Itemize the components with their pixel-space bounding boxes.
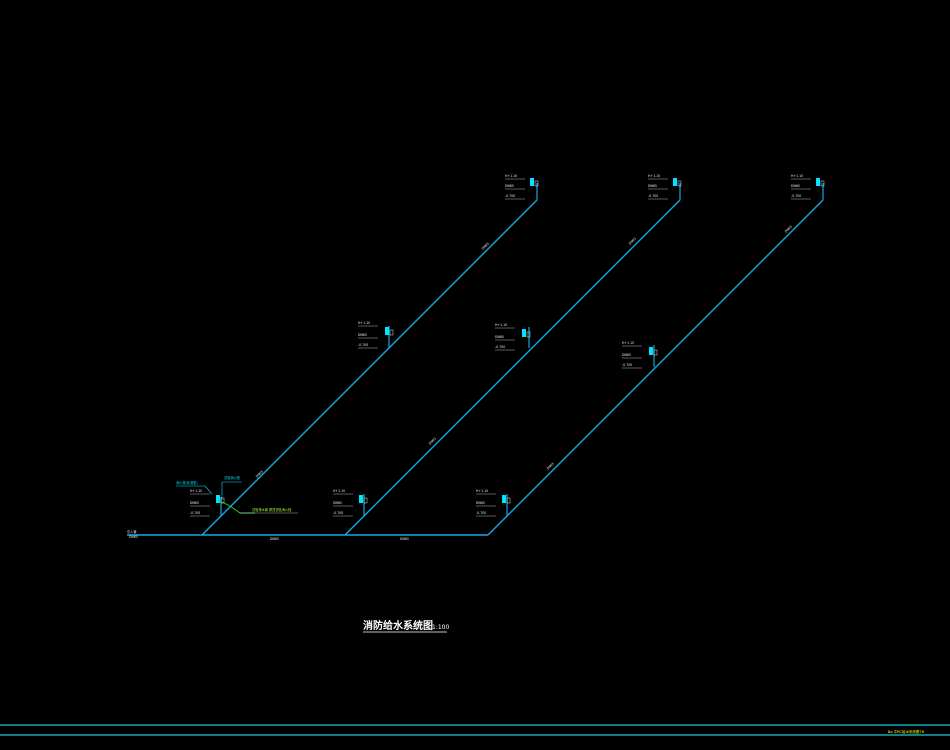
riser-label: DN65 xyxy=(481,242,490,251)
riser-1-pipe xyxy=(201,199,538,536)
svg-text:-0.700: -0.700 xyxy=(476,511,486,515)
hydrant-node: H+1.10 DN65 -0.700 xyxy=(791,174,825,200)
branch-stubs xyxy=(220,183,824,516)
svg-text:-0.700: -0.700 xyxy=(495,345,505,349)
riser-label: DN65 xyxy=(428,437,437,446)
inlet-sub-label: DN65 xyxy=(129,535,138,539)
main-pipe-label: DN65 xyxy=(270,537,279,541)
riser-label: DN65 xyxy=(784,225,793,234)
svg-text:-0.700: -0.700 xyxy=(190,511,200,515)
main-pipe-label: DN65 xyxy=(400,537,409,541)
svg-text:-0.700: -0.700 xyxy=(791,194,801,198)
svg-text:H+1.10: H+1.10 xyxy=(648,174,660,178)
riser-3-pipe xyxy=(487,199,824,536)
svg-text:H+1.10: H+1.10 xyxy=(476,489,488,493)
svg-text:H+1.10: H+1.10 xyxy=(791,174,803,178)
svg-text:DN65: DN65 xyxy=(791,184,800,188)
svg-text:DN65: DN65 xyxy=(495,335,504,339)
svg-text:H+1.10: H+1.10 xyxy=(358,321,370,325)
riser-2-pipe xyxy=(344,199,681,536)
inlet-label: 引入管 xyxy=(127,529,137,534)
hydrant-node: H+1.10 DN65 -0.700 xyxy=(495,323,531,351)
svg-text:-0.700: -0.700 xyxy=(505,194,515,198)
riser-label: DN65 xyxy=(546,462,555,471)
svg-text:DN65: DN65 xyxy=(358,333,367,337)
hydrant-node: H+1.10 DN65 -0.700 xyxy=(333,489,368,517)
svg-text:-0.700: -0.700 xyxy=(333,511,343,515)
svg-text:H+1.10: H+1.10 xyxy=(622,341,634,345)
svg-text:DN65: DN65 xyxy=(476,501,485,505)
hydrant-node: H+1.10 DN65 -0.700 xyxy=(358,321,394,349)
callouts: 消火栓(标准型) 试验消火栓 试验排水管 屋顶试验消火栓 xyxy=(176,475,298,514)
svg-text:H+1.10: H+1.10 xyxy=(333,489,345,493)
corner-note: Ba 平RC给水系统图7B xyxy=(888,729,925,734)
svg-text:DN65: DN65 xyxy=(505,184,514,188)
svg-text:DN65: DN65 xyxy=(648,184,657,188)
drawing-title: 消防给水系统图 xyxy=(363,619,433,632)
svg-text:H+1.10: H+1.10 xyxy=(190,489,202,493)
hydrant-nodes: H+1.10 DN65 -0.700 H+1.10 DN65 -0.700 H+… xyxy=(190,174,825,517)
svg-text:DN65: DN65 xyxy=(333,501,342,505)
svg-text:-0.700: -0.700 xyxy=(648,194,658,198)
drawing-scale: 1:100 xyxy=(432,624,449,631)
hydrant-node: H+1.10 DN65 -0.700 xyxy=(622,341,658,369)
hydrant-node: H+1.10 DN65 -0.700 xyxy=(648,174,682,200)
hydrant-node: H+1.10 DN65 -0.700 xyxy=(505,174,539,200)
callout-test-hydrant-label: 试验消火栓 xyxy=(224,475,241,480)
svg-text:H+1.10: H+1.10 xyxy=(495,323,507,327)
svg-text:DN65: DN65 xyxy=(190,501,199,505)
svg-text:DN65: DN65 xyxy=(622,353,631,357)
svg-text:-0.700: -0.700 xyxy=(622,363,632,367)
svg-text:-0.700: -0.700 xyxy=(358,343,368,347)
callout-drain-label: 试验排水管 屋顶试验消火栓 xyxy=(252,507,292,512)
hydrant-node: H+1.10 DN65 -0.700 xyxy=(476,489,511,517)
callout-hydrant-label: 消火栓(标准型) xyxy=(176,480,198,485)
hydrant-node: H+1.10 DN65 -0.700 xyxy=(190,489,225,517)
riser-label: DN65 xyxy=(628,237,637,246)
svg-text:H+1.10: H+1.10 xyxy=(505,174,517,178)
riser-label: DN65 xyxy=(255,470,264,479)
